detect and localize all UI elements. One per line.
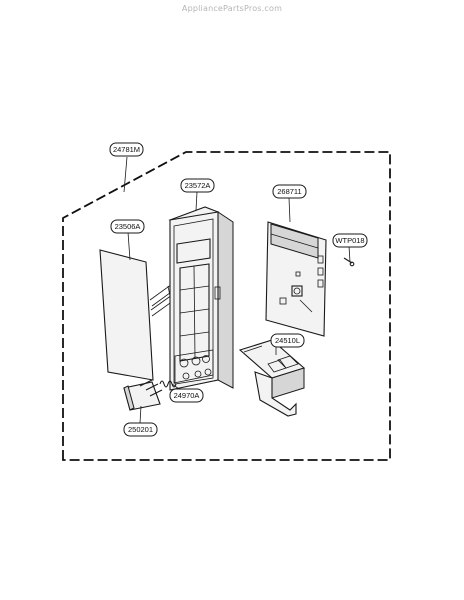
callout-24781m: 24781M — [109, 142, 144, 157]
leader-268711 — [288, 197, 291, 223]
callout-wtp018: WTP018 — [332, 233, 368, 248]
leader-23506a — [127, 231, 131, 261]
part-23506a-membrane — [99, 249, 175, 381]
callout-268711: 268711 — [272, 184, 307, 199]
part-250201-button — [123, 379, 163, 411]
part-23572a-panel-frame — [168, 206, 234, 391]
watermark-text: AppliancePartsPros.com — [181, 4, 283, 13]
leader-wtp018 — [348, 245, 351, 263]
leader-24781m — [123, 156, 128, 193]
callout-268711-text: 268711 — [277, 187, 301, 196]
callout-24970a-text: 24970A — [174, 391, 200, 400]
callout-wtp018-text: WTP018 — [335, 236, 364, 245]
assembly-boundary — [62, 151, 391, 461]
callout-250201-text: 250201 — [128, 425, 153, 434]
callout-23572a-text: 23572A — [185, 181, 211, 190]
callout-24510l: 24510L — [270, 333, 305, 348]
callout-23572a: 23572A — [180, 178, 215, 193]
part-wtp018-screw — [343, 257, 355, 267]
callout-24970a: 24970A — [169, 388, 204, 403]
callout-250201: 250201 — [123, 422, 158, 437]
part-268711-pcb — [265, 221, 327, 337]
part-24970a-spring — [159, 380, 177, 388]
callout-23506a-text: 23506A — [115, 222, 141, 231]
leader-250201 — [139, 405, 142, 424]
callout-24510l-text: 24510L — [275, 336, 300, 345]
part-24510l-switch-holder — [238, 339, 306, 417]
callout-24781m-text: 24781M — [113, 145, 140, 154]
callout-23506a: 23506A — [110, 219, 145, 234]
leader-23572a — [195, 191, 198, 211]
